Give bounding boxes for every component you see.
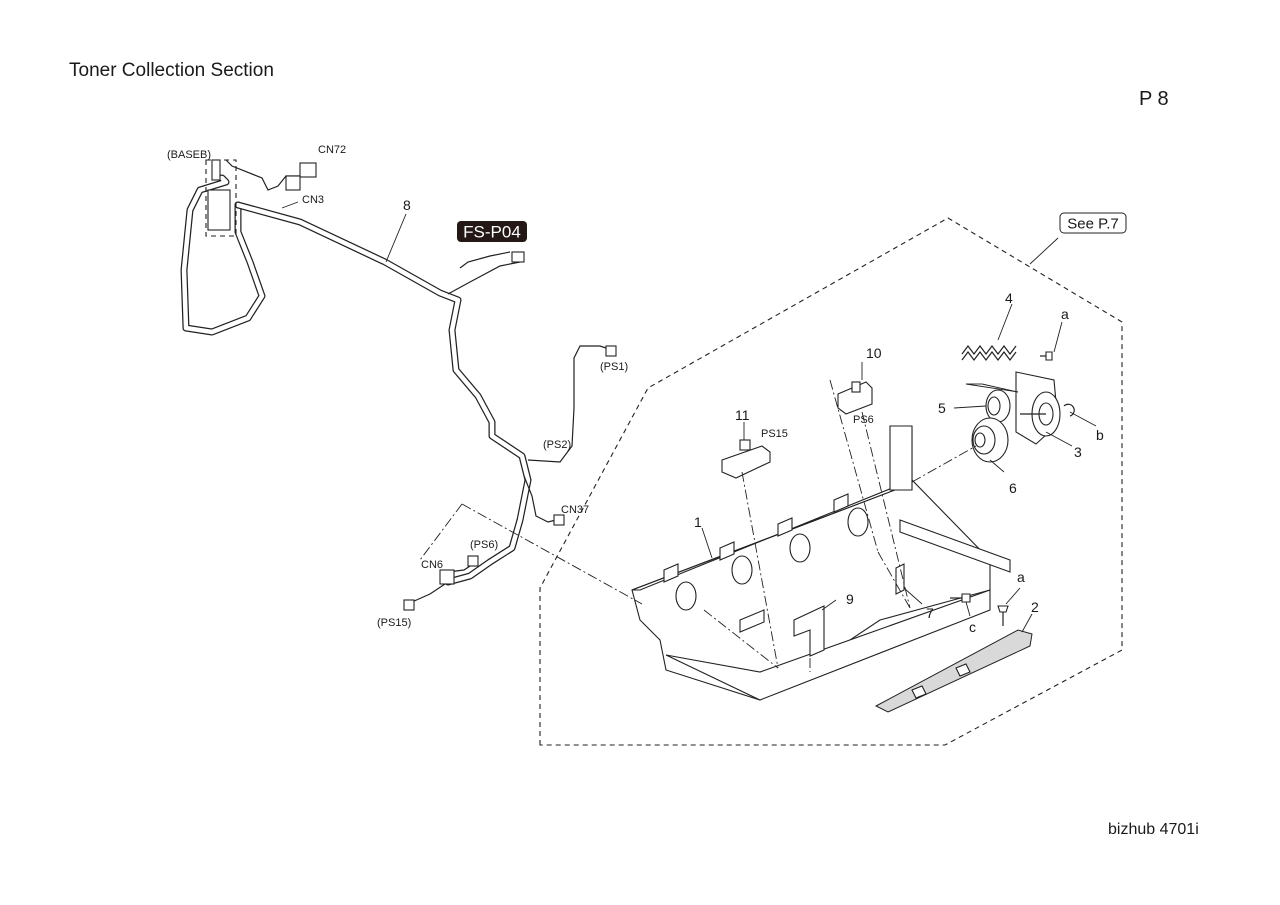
page-number: P 8	[1139, 88, 1169, 110]
screw-label-c: c	[969, 619, 976, 635]
svg-text:See P.7: See P.7	[1067, 216, 1118, 233]
screw-label-a-bottom: a	[1017, 569, 1025, 585]
gear-small	[985, 389, 1011, 423]
label-ps1: (PS1)	[600, 361, 628, 373]
bracket-9	[793, 605, 825, 657]
screw-label-b: b	[1096, 427, 1104, 443]
model-name: bizhub 4701i	[1108, 821, 1199, 838]
part-number-5: 5	[938, 400, 946, 416]
screw-a-bottom	[997, 605, 1009, 613]
sensor-ps6	[837, 381, 873, 415]
part-number-10: 10	[866, 345, 882, 361]
assembly-boundary	[539, 217, 1123, 746]
toner-frame	[631, 425, 1011, 701]
screw-c	[961, 593, 971, 603]
page-title: Toner Collection Section	[69, 60, 274, 81]
fs-code-badge: FS-P04	[457, 221, 527, 242]
wire-harness	[180, 159, 617, 611]
see-page-badge: See P.7	[1059, 212, 1127, 234]
e-ring	[1063, 403, 1075, 417]
part-number-11: 11	[735, 407, 750, 423]
label-ps2: (PS2)	[543, 439, 571, 451]
part-number-8: 8	[403, 197, 411, 213]
label-cn37: CN37	[561, 504, 589, 516]
label-baseb: (BASEB)	[167, 149, 211, 161]
part-number-9: 9	[846, 591, 854, 607]
part-number-6: 6	[1009, 480, 1017, 496]
part-number-3: 3	[1074, 444, 1082, 460]
screw-a-top	[1045, 351, 1053, 361]
label-cn72: CN72	[318, 144, 346, 156]
screw-label-a-top: a	[1061, 306, 1069, 322]
cover-plate	[874, 629, 1033, 713]
gear-bracket	[1015, 371, 1061, 445]
svg-text:FS-P04: FS-P04	[463, 223, 521, 242]
spring	[961, 345, 1017, 361]
part-number-4: 4	[1005, 290, 1013, 306]
label-ps15-wire: (PS15)	[377, 617, 411, 629]
label-ps15-sensor: PS15	[761, 428, 788, 440]
label-ps6-wire: (PS6)	[470, 539, 498, 551]
part-number-7: 7	[926, 605, 934, 621]
baseb-outline	[205, 159, 237, 237]
gear-large	[971, 417, 1009, 463]
label-cn6: CN6	[421, 559, 443, 571]
sensor-ps15	[721, 439, 771, 479]
part-number-2: 2	[1031, 599, 1039, 615]
label-ps6-sensor: PS6	[853, 414, 874, 426]
label-cn3: CN3	[302, 194, 324, 206]
part-number-1: 1	[694, 514, 702, 530]
